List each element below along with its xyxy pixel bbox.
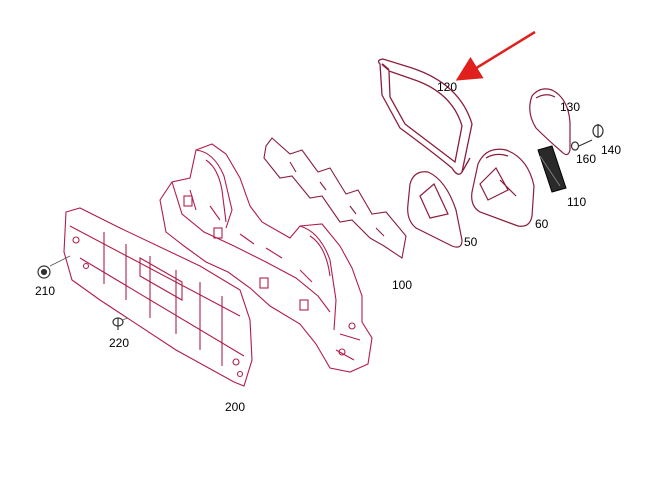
callout-210: 210 <box>35 284 56 298</box>
callout-60: 60 <box>535 217 549 231</box>
part-210-clip[interactable] <box>37 255 71 279</box>
part-60-trim[interactable] <box>471 148 535 227</box>
part-200-panel[interactable] <box>63 207 253 387</box>
callout-120: 120 <box>437 80 458 94</box>
callout-110: 110 <box>567 195 587 209</box>
part-130-cover[interactable] <box>529 88 571 156</box>
part-50-cover[interactable] <box>407 171 463 248</box>
part-160-screw[interactable] <box>570 139 593 151</box>
callout-220: 220 <box>109 336 130 350</box>
main-rollbar-frame[interactable] <box>159 143 373 373</box>
callout-200: 200 <box>225 400 246 414</box>
part-140-bolt[interactable] <box>592 124 604 138</box>
part-120-window-frame[interactable] <box>377 58 473 175</box>
part-110-seal[interactable] <box>537 145 567 193</box>
callout-100: 100 <box>392 278 413 292</box>
callout-130: 130 <box>560 100 581 114</box>
highlight-arrow <box>455 30 536 81</box>
callout-140: 140 <box>601 143 622 157</box>
callout-50: 50 <box>464 235 478 249</box>
part-220-screw[interactable] <box>112 317 129 330</box>
callout-160: 160 <box>576 152 597 166</box>
part-100-strip[interactable] <box>263 137 407 259</box>
